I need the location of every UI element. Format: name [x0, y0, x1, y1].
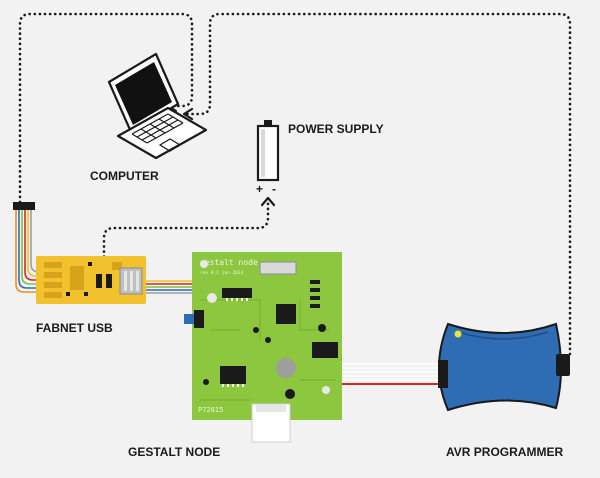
- usb-cable-connector: [13, 202, 35, 210]
- power-plus-label: +: [256, 182, 263, 196]
- gestalt-node-board: gestalt node rev 0.1 jan 2014 P72015: [184, 252, 342, 443]
- computer-label: COMPUTER: [90, 169, 159, 183]
- fabnet-usb-board: [36, 256, 146, 304]
- fabnet-usb-label: FABNET USB: [36, 321, 113, 335]
- gestalt-node-label: GESTALT NODE: [128, 445, 220, 459]
- avr-programmer-label: AVR PROGRAMMER: [446, 445, 563, 459]
- dotted-connections: [18, 12, 572, 356]
- avr-programmer-icon: [438, 322, 570, 412]
- usb-to-computer-line: [18, 12, 194, 204]
- usb-ribbon-cable: [15, 210, 44, 293]
- power-minus-label: -: [272, 182, 276, 196]
- arrow-to-power: [260, 196, 276, 207]
- board-title-text: gestalt node: [200, 258, 258, 267]
- usb-to-power-line: [102, 198, 270, 274]
- battery-icon: [256, 120, 280, 182]
- board-version-text: rev 0.1 jan 2014: [200, 270, 244, 276]
- power-supply-label: POWER SUPPLY: [288, 122, 384, 136]
- board-serial-text: P72015: [198, 406, 223, 414]
- programmer-to-computer-line: [184, 12, 572, 356]
- arrow-to-computer-2: [182, 107, 194, 121]
- laptop-icon: [107, 52, 208, 160]
